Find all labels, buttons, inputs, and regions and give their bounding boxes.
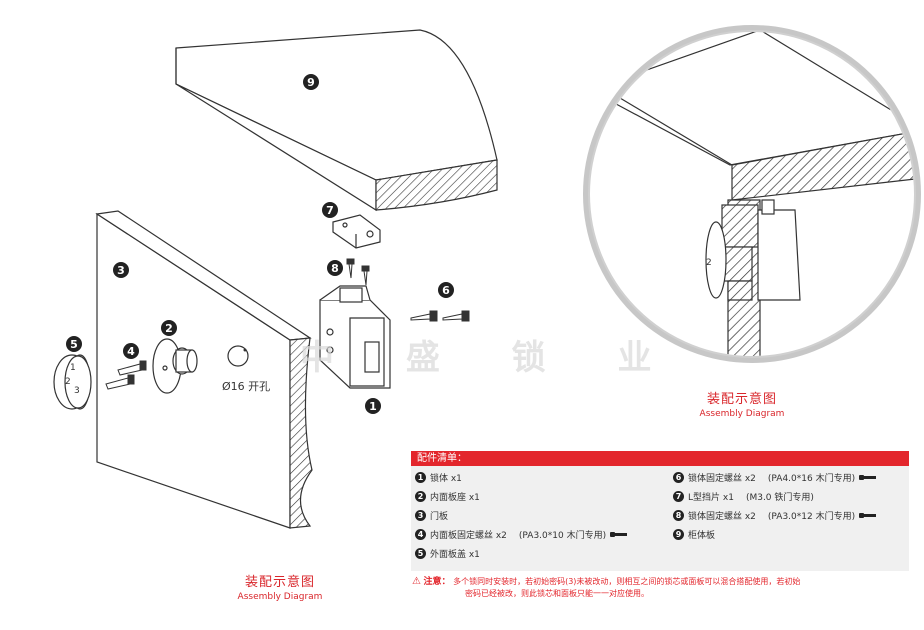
svg-text:3: 3: [117, 264, 125, 277]
callout-3: 3: [113, 262, 129, 278]
l-bracket: [332, 214, 381, 249]
caption-right-en: Assembly Diagram: [699, 409, 785, 419]
callout-5: 5: [66, 336, 82, 352]
svg-text:7: 7: [326, 204, 334, 217]
svg-text:6: 6: [442, 284, 450, 297]
zoom-detail: 2: [583, 25, 921, 363]
caption-right-cn: 装配示意图: [706, 392, 777, 407]
svg-text:2: 2: [65, 377, 71, 387]
callout-7: 7: [322, 202, 338, 218]
caption-left-cn: 装配示意图: [244, 575, 315, 590]
cabinet-board: [175, 29, 498, 212]
callout-4: 4: [123, 343, 139, 359]
svg-text:1: 1: [70, 363, 76, 373]
caption-left-en: Assembly Diagram: [237, 592, 323, 602]
svg-text:9: 9: [307, 76, 315, 89]
callout-9: 9: [303, 74, 319, 90]
svg-text:2: 2: [165, 322, 173, 335]
lock-screws-6: [410, 310, 470, 322]
svg-text:3: 3: [74, 386, 80, 396]
outer-panel-cover: 2 1 3: [53, 354, 92, 410]
callout-8: 8: [327, 260, 343, 276]
svg-text:5: 5: [70, 338, 78, 351]
screw-icon: [859, 475, 877, 480]
caption-right: 装配示意图 Assembly Diagram: [682, 388, 802, 419]
svg-text:1: 1: [369, 400, 377, 413]
hole-size-label: Ø16 开孔: [222, 380, 271, 393]
callout-1: 1: [365, 398, 381, 414]
svg-text:8: 8: [331, 262, 339, 275]
parts-list-title: 配件清单：: [411, 451, 909, 466]
caption-left: 装配示意图 Assembly Diagram: [220, 571, 340, 602]
svg-text:4: 4: [127, 345, 135, 358]
notice: ⚠ 注意： 多个锁同时安装时，若初始密码(3)未被改动，则相互之间的锁芯或面板可…: [412, 576, 801, 598]
screw-icon: [859, 513, 877, 518]
lock-body: [319, 285, 391, 389]
callout-6: 6: [438, 282, 454, 298]
inner-panel-screws: [105, 360, 147, 390]
callout-2: 2: [161, 320, 177, 336]
screw-icon: [610, 532, 628, 537]
svg-text:2: 2: [706, 258, 712, 268]
lock-screws-8: [346, 258, 370, 286]
warning-triangle-icon: ⚠: [412, 576, 421, 587]
inner-panel-seat: [152, 338, 198, 394]
watermark: 中 盛 锁 业: [300, 338, 682, 378]
